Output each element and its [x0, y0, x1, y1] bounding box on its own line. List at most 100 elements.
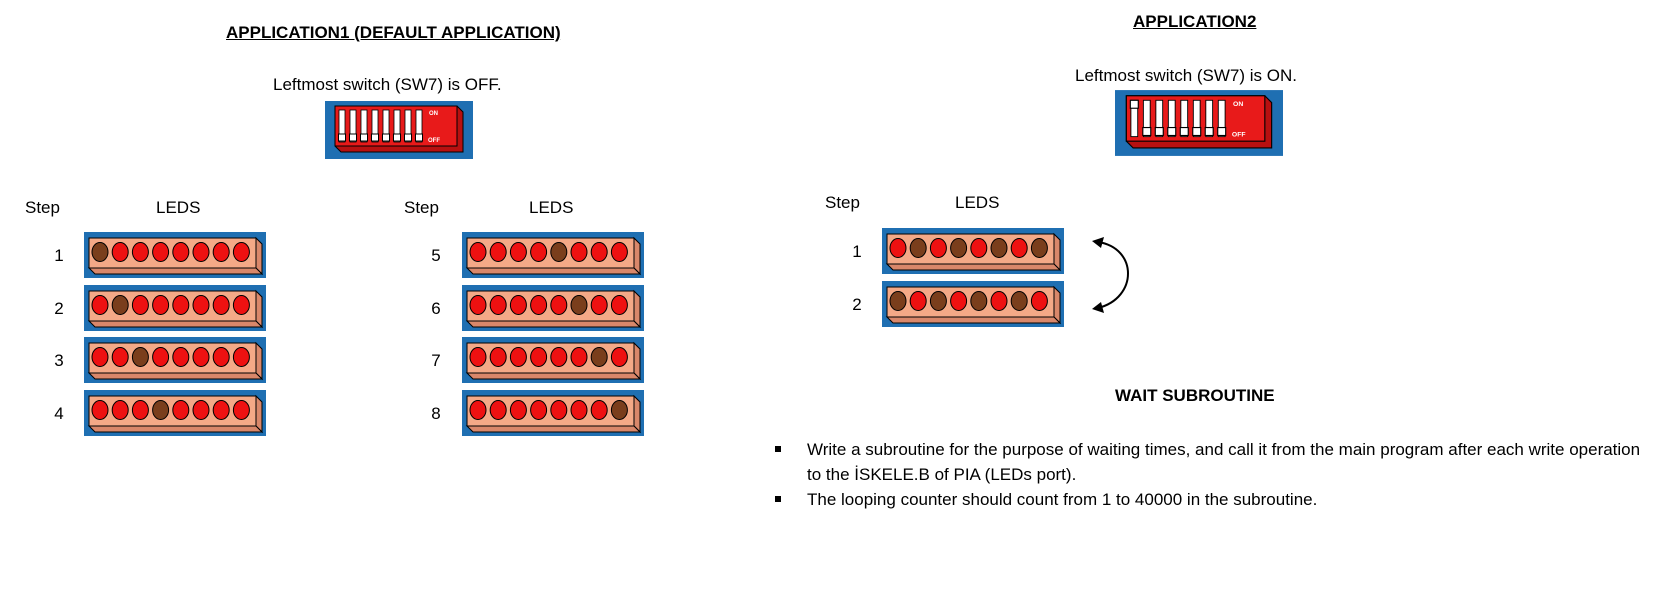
dip-knob-off [1167, 126, 1177, 137]
dip-slot [338, 109, 346, 143]
led-unlit [570, 242, 588, 262]
led-unlit [590, 242, 608, 262]
led-unlit [111, 400, 129, 420]
dip-slot [1180, 99, 1189, 138]
led-lit [111, 295, 129, 315]
led-strip [462, 390, 644, 436]
led-unlit [550, 347, 568, 367]
step-number: 1 [54, 246, 64, 265]
led-unlit [950, 291, 968, 311]
led-unlit [530, 347, 548, 367]
dip-slot [371, 109, 379, 143]
step-number: 1 [852, 242, 862, 261]
led-unlit [91, 347, 109, 367]
led-unlit [152, 295, 170, 315]
led-strip [84, 390, 266, 436]
dip-slot [415, 109, 423, 143]
led-strip [882, 228, 1064, 274]
dip-knob-off [404, 133, 412, 142]
led-lit [570, 295, 588, 315]
led-strip [84, 337, 266, 383]
dip-knob-off [1179, 126, 1189, 137]
led-strip [462, 337, 644, 383]
led-lit [889, 291, 907, 311]
led-unlit [570, 347, 588, 367]
app2-switch-text: Leftmost switch (SW7) is ON. [1075, 66, 1297, 85]
led-lit [1030, 238, 1048, 258]
led-unlit [1030, 291, 1048, 311]
dip-off-label: OFF [428, 138, 440, 144]
led-unlit [131, 295, 149, 315]
led-strip [84, 285, 266, 331]
bullet-square-icon [775, 496, 781, 502]
led-unlit [489, 400, 507, 420]
step-number: 5 [431, 246, 441, 265]
step-number: 3 [54, 351, 64, 370]
dip-slot [360, 109, 368, 143]
dip-slot [1205, 99, 1214, 138]
dip-on-label: ON [1233, 101, 1243, 108]
step-number: 4 [54, 404, 64, 423]
app1-leds-header-right: LEDS [529, 198, 574, 217]
led-strip [462, 285, 644, 331]
bullet-square-icon [775, 446, 781, 452]
led-unlit [909, 291, 927, 311]
dip-slot [1167, 99, 1176, 138]
led-unlit [469, 242, 487, 262]
dip-slot [404, 109, 412, 143]
dip-slot [1155, 99, 1164, 138]
dip-slot [1192, 99, 1201, 138]
led-unlit [232, 347, 250, 367]
dip-knob-off [1204, 126, 1214, 137]
led-unlit [509, 347, 527, 367]
led-lit [929, 291, 947, 311]
app1-step-header-left: Step [25, 198, 60, 217]
led-unlit [590, 400, 608, 420]
led-unlit [530, 242, 548, 262]
led-unlit [212, 400, 230, 420]
led-unlit [509, 400, 527, 420]
led-unlit [530, 295, 548, 315]
led-unlit [111, 347, 129, 367]
led-unlit [489, 295, 507, 315]
led-strip [462, 232, 644, 278]
dip-knob-off [1142, 126, 1152, 137]
app2-leds-header: LEDS [955, 193, 1000, 212]
dip-slot [1217, 99, 1226, 138]
led-unlit [91, 400, 109, 420]
led-unlit [212, 242, 230, 262]
dip-knob-off [1154, 126, 1164, 137]
led-strip [84, 232, 266, 278]
led-unlit [590, 295, 608, 315]
led-unlit [889, 238, 907, 258]
led-unlit [131, 400, 149, 420]
led-unlit [192, 242, 210, 262]
app1-switch-text: Leftmost switch (SW7) is OFF. [273, 75, 502, 94]
app2-title: APPLICATION2 [1133, 12, 1257, 31]
wait-title: WAIT SUBROUTINE [1115, 386, 1275, 405]
led-unlit [509, 295, 527, 315]
led-lit [131, 347, 149, 367]
step-number: 2 [54, 299, 64, 318]
led-unlit [212, 295, 230, 315]
dip-knob-off [1192, 126, 1202, 137]
led-unlit [610, 347, 628, 367]
dip-slot [1142, 99, 1151, 138]
led-unlit [469, 347, 487, 367]
led-unlit [152, 242, 170, 262]
led-unlit [489, 242, 507, 262]
dip-knob-off [382, 133, 390, 142]
led-unlit [610, 242, 628, 262]
led-unlit [570, 400, 588, 420]
dip-knob-off [393, 133, 401, 142]
led-unlit [192, 400, 210, 420]
led-lit [152, 400, 170, 420]
led-lit [909, 238, 927, 258]
led-unlit [509, 242, 527, 262]
led-unlit [172, 242, 190, 262]
led-unlit [91, 295, 109, 315]
led-unlit [990, 291, 1008, 311]
dip-knob-on [1129, 99, 1139, 109]
led-unlit [232, 295, 250, 315]
